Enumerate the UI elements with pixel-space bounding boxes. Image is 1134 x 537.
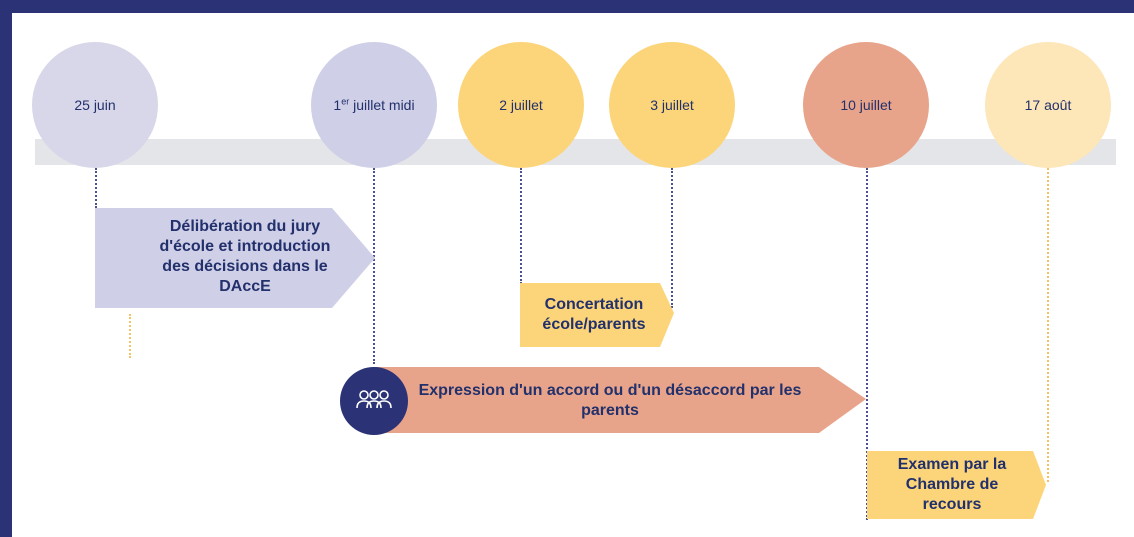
date-circle-17-aout: 17 août — [985, 42, 1111, 168]
date-circle-10-juillet: 10 juillet — [803, 42, 929, 168]
date-label: 2 juillet — [499, 97, 543, 113]
date-circle-25-juin: 25 juin — [32, 42, 158, 168]
connector-3-juillet — [671, 168, 673, 308]
date-label: 17 août — [1024, 97, 1072, 113]
step-concertation-label: Concertation école/parents — [542, 296, 646, 333]
step-expression: Expression d'un accord ou d'un désaccord… — [375, 367, 867, 433]
step-concertation-shape — [520, 283, 674, 347]
step-concertation: Concertation école/parents — [520, 283, 675, 347]
date-circle-1-juillet: 1er juillet midi — [311, 42, 437, 168]
step-deliberation-label: Délibération du jury d'école et introduc… — [159, 218, 331, 295]
step-expression-label: Expression d'un accord ou d'un désaccord… — [418, 382, 802, 419]
step-examen-label: Examen par la Chambre de recours — [897, 456, 1007, 513]
step-deliberation-shape — [95, 208, 375, 308]
connector-2-juillet — [520, 168, 522, 284]
date-circle-2-juillet: 2 juillet — [458, 42, 584, 168]
connector-17-aout — [1047, 168, 1049, 482]
step-expression-shape — [375, 367, 866, 433]
group-people-icon-glyph — [356, 390, 392, 409]
step-examen: Examen par la Chambre de recours — [867, 451, 1047, 519]
timeline-track — [35, 139, 1116, 165]
group-people-icon — [340, 367, 408, 435]
step-examen-shape — [867, 451, 1046, 519]
connector-1-juillet — [373, 168, 375, 364]
frame-left-border — [0, 0, 12, 537]
connector-25-juin — [95, 168, 97, 208]
connector-10-juillet — [866, 168, 868, 520]
date-label: 1er juillet midi — [333, 96, 415, 113]
frame-top-border — [0, 0, 1134, 13]
date-label: 3 juillet — [650, 97, 694, 113]
date-circle-3-juillet: 3 juillet — [609, 42, 735, 168]
connector-25-juin-tail — [129, 314, 131, 358]
date-label: 10 juillet — [840, 97, 892, 113]
step-deliberation: Délibération du jury d'école et introduc… — [95, 208, 377, 308]
date-label: 25 juin — [74, 97, 116, 113]
